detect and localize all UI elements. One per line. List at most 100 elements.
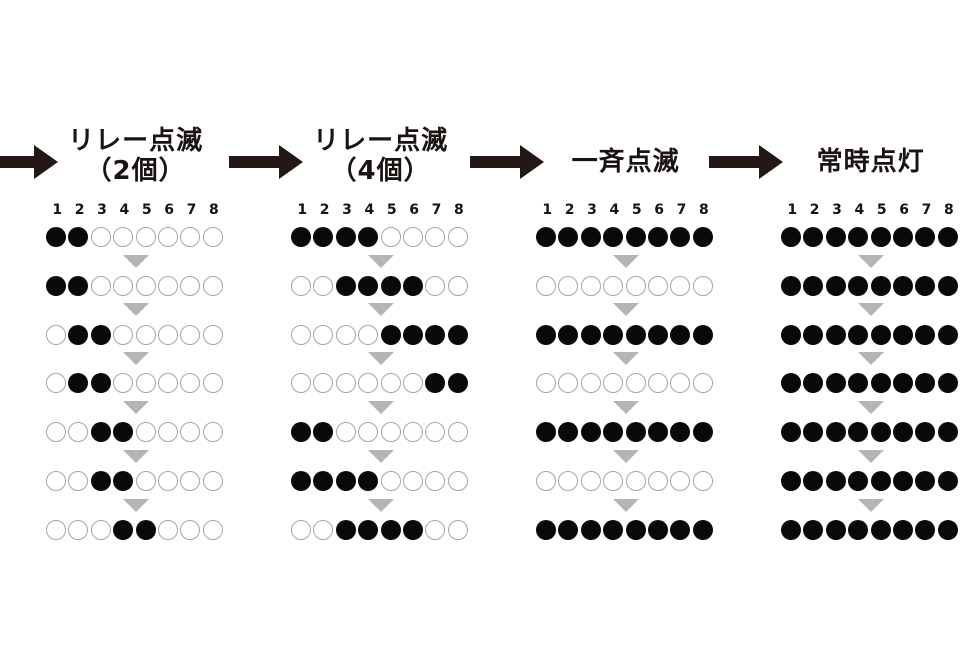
- led-frame-row: [291, 373, 468, 394]
- led-off-circle: [68, 422, 89, 443]
- led-on-circle: [870, 471, 891, 491]
- led-off-circle: [558, 275, 579, 296]
- led-off-circle: [558, 373, 579, 394]
- led-on-circle: [892, 373, 913, 394]
- led-on-circle: [848, 422, 869, 443]
- led-on-circle: [870, 227, 891, 247]
- column-title-line: （4個）: [330, 156, 431, 186]
- led-off-circle: [157, 324, 178, 345]
- led-on-circle: [313, 471, 334, 491]
- led-number-label: 4: [854, 202, 865, 218]
- led-off-circle: [291, 519, 311, 540]
- led-number-label: 8: [454, 202, 464, 218]
- led-frame-row: [291, 422, 468, 443]
- led-off-circle: [625, 471, 646, 491]
- led-on-circle: [647, 519, 668, 540]
- led-off-circle: [447, 519, 468, 540]
- column-title-line: リレー点滅: [68, 126, 204, 156]
- led-off-circle: [603, 471, 624, 491]
- led-off-circle: [202, 275, 223, 296]
- led-on-circle: [291, 471, 311, 491]
- led-off-circle: [670, 373, 691, 394]
- led-on-circle: [447, 373, 468, 394]
- led-off-circle: [670, 275, 691, 296]
- led-on-circle: [670, 227, 691, 247]
- led-off-circle: [647, 275, 668, 296]
- led-on-circle: [803, 422, 824, 443]
- led-off-circle: [380, 422, 401, 443]
- led-off-circle: [113, 324, 134, 345]
- led-off-circle: [580, 275, 601, 296]
- led-off-circle: [425, 422, 446, 443]
- down-triangle-icon: [612, 449, 639, 463]
- led-frame-row: [536, 227, 713, 247]
- led-off-circle: [157, 275, 178, 296]
- column-title: 一斉点滅: [476, 147, 776, 177]
- led-on-circle: [848, 373, 869, 394]
- led-on-circle: [580, 227, 601, 247]
- led-on-circle: [402, 324, 423, 345]
- down-triangle-icon: [122, 254, 149, 268]
- led-on-circle: [46, 275, 66, 296]
- down-triangle-icon: [857, 352, 884, 366]
- led-frame-row: [781, 422, 958, 443]
- led-on-circle: [380, 275, 401, 296]
- led-off-circle: [68, 471, 89, 491]
- down-triangle-icon: [612, 400, 639, 414]
- led-off-circle: [291, 373, 311, 394]
- led-on-circle: [113, 519, 134, 540]
- led-off-circle: [670, 471, 691, 491]
- led-on-circle: [90, 471, 111, 491]
- led-off-circle: [692, 471, 713, 491]
- led-off-circle: [335, 373, 356, 394]
- led-off-circle: [180, 227, 201, 247]
- led-off-circle: [447, 422, 468, 443]
- led-on-circle: [915, 324, 936, 345]
- down-triangle-icon: [367, 400, 394, 414]
- led-off-circle: [113, 275, 134, 296]
- led-number-label: 4: [119, 202, 130, 218]
- led-on-circle: [580, 422, 601, 443]
- down-triangle-icon: [122, 352, 149, 366]
- led-frame-row: [781, 324, 958, 345]
- right-arrow-icon: [0, 144, 58, 180]
- led-on-circle: [915, 471, 936, 491]
- led-off-circle: [603, 373, 624, 394]
- led-off-circle: [202, 373, 223, 394]
- led-on-circle: [558, 227, 579, 247]
- led-frame-row: [536, 275, 713, 296]
- led-number-label: 6: [164, 202, 175, 218]
- led-off-circle: [46, 519, 66, 540]
- led-off-circle: [157, 227, 178, 247]
- led-off-circle: [425, 227, 446, 247]
- down-triangle-icon: [612, 498, 639, 512]
- led-off-circle: [536, 275, 556, 296]
- led-off-circle: [90, 227, 111, 247]
- led-off-circle: [113, 373, 134, 394]
- led-on-circle: [313, 227, 334, 247]
- led-number-label: 2: [564, 202, 575, 218]
- led-on-circle: [848, 275, 869, 296]
- led-frame-row: [536, 471, 713, 491]
- led-on-circle: [113, 471, 134, 491]
- led-on-circle: [915, 519, 936, 540]
- led-on-circle: [68, 373, 89, 394]
- led-on-circle: [870, 519, 891, 540]
- led-on-circle: [536, 227, 556, 247]
- led-on-circle: [647, 422, 668, 443]
- led-on-circle: [647, 324, 668, 345]
- led-on-circle: [825, 373, 846, 394]
- led-on-circle: [558, 519, 579, 540]
- led-on-circle: [781, 227, 801, 247]
- right-arrow-icon: [229, 144, 303, 180]
- led-on-circle: [558, 324, 579, 345]
- led-on-circle: [380, 324, 401, 345]
- led-off-circle: [202, 422, 223, 443]
- led-on-circle: [425, 373, 446, 394]
- led-number-label: 5: [876, 202, 887, 218]
- led-off-circle: [202, 227, 223, 247]
- led-on-circle: [647, 227, 668, 247]
